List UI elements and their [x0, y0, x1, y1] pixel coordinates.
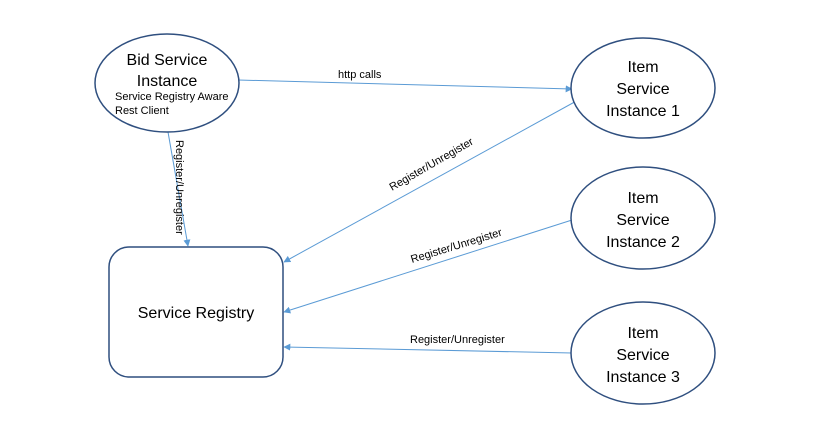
item-service-1-node: Item Service Instance 1: [570, 37, 716, 139]
item-service-3-ellipse: [570, 301, 716, 405]
item-service-1-line2: Service: [616, 81, 669, 98]
label-bid-register: Register/Unregister: [173, 140, 185, 235]
service-registry-label: Service Registry: [138, 305, 254, 322]
item-service-2-ellipse: [570, 166, 716, 270]
edge-http-calls: [237, 79, 573, 93]
item-service-2-node: Item Service Instance 2: [570, 166, 716, 270]
bid-service-ellipse: [94, 33, 240, 133]
item-service-3-line3: Instance 3: [606, 369, 680, 386]
edge-bid-to-registry: [167, 131, 191, 247]
item-service-3-line1: Item: [627, 325, 658, 342]
item-service-3-node: Item Service Instance 3: [570, 301, 716, 405]
item-service-2-line1: Item: [627, 190, 658, 207]
bid-service-node: Bid Service Instance Service Registry Aw…: [94, 33, 240, 133]
bid-service-sub-line1: Service Registry Aware: [115, 91, 229, 103]
label-item3-register: Register/Unregister: [410, 334, 505, 346]
item-service-3-line2: Service: [616, 347, 669, 364]
bid-service-title-line1: Bid Service: [127, 52, 208, 69]
service-registry-node: Service Registry: [108, 246, 284, 378]
item-service-1-line3: Instance 1: [606, 103, 680, 120]
service-registry-box: [108, 246, 284, 378]
item-service-2-line3: Instance 2: [606, 234, 680, 251]
label-item1-register: Register/Unregister: [388, 136, 476, 194]
item-service-1-ellipse: [570, 37, 716, 139]
edge-item1-to-registry: [283, 98, 581, 263]
edge-item3-to-registry: [283, 343, 573, 354]
bid-service-title-line2: Instance: [137, 73, 198, 90]
edge-item2-to-registry: [283, 219, 573, 314]
item-service-2-line2: Service: [616, 212, 669, 229]
bid-service-sub-line2: Rest Client: [115, 105, 169, 117]
item-service-1-line1: Item: [627, 59, 658, 76]
label-http-calls: http calls: [338, 69, 382, 81]
